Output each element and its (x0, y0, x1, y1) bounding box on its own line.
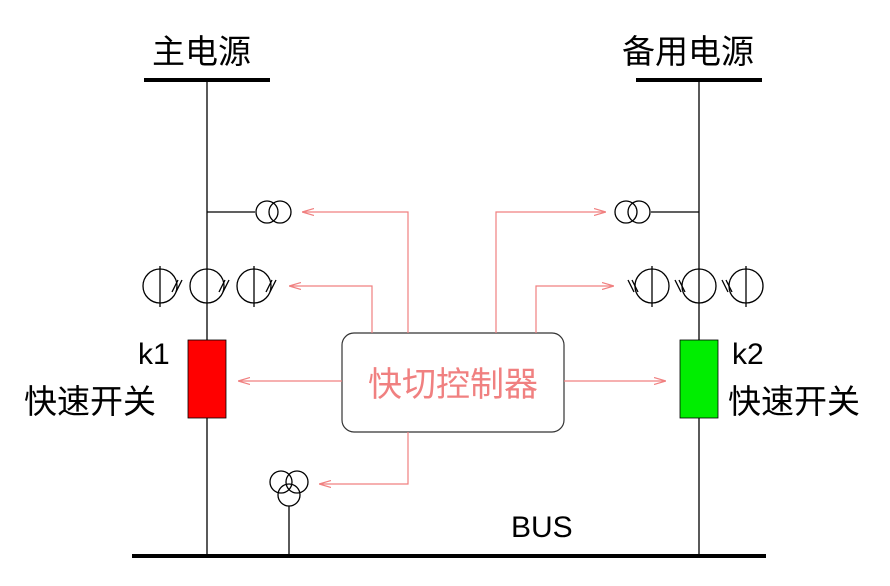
main-voltage-transformer-icon (207, 200, 292, 224)
controller-label: 快切控制器 (368, 366, 538, 404)
signal-lines (239, 212, 665, 484)
k2-switch (679, 339, 719, 419)
backup-source-label: 备用电源 (622, 32, 754, 71)
backup-current-transformer-icon (627, 266, 764, 307)
k1-switch-label: 快速开关 (24, 382, 156, 421)
k1-id-label: k1 (138, 338, 170, 371)
bus-label: BUS (511, 511, 573, 544)
bus-voltage-transformer-icon (269, 470, 309, 556)
k1-switch (187, 339, 227, 419)
backup-voltage-transformer-icon (614, 200, 699, 224)
k2-id-label: k2 (732, 338, 764, 371)
main-source-label: 主电源 (152, 32, 251, 71)
fast-transfer-controller (341, 332, 565, 433)
main-current-transformer-icon (142, 266, 277, 307)
k2-switch-label: 快速开关 (728, 382, 860, 421)
